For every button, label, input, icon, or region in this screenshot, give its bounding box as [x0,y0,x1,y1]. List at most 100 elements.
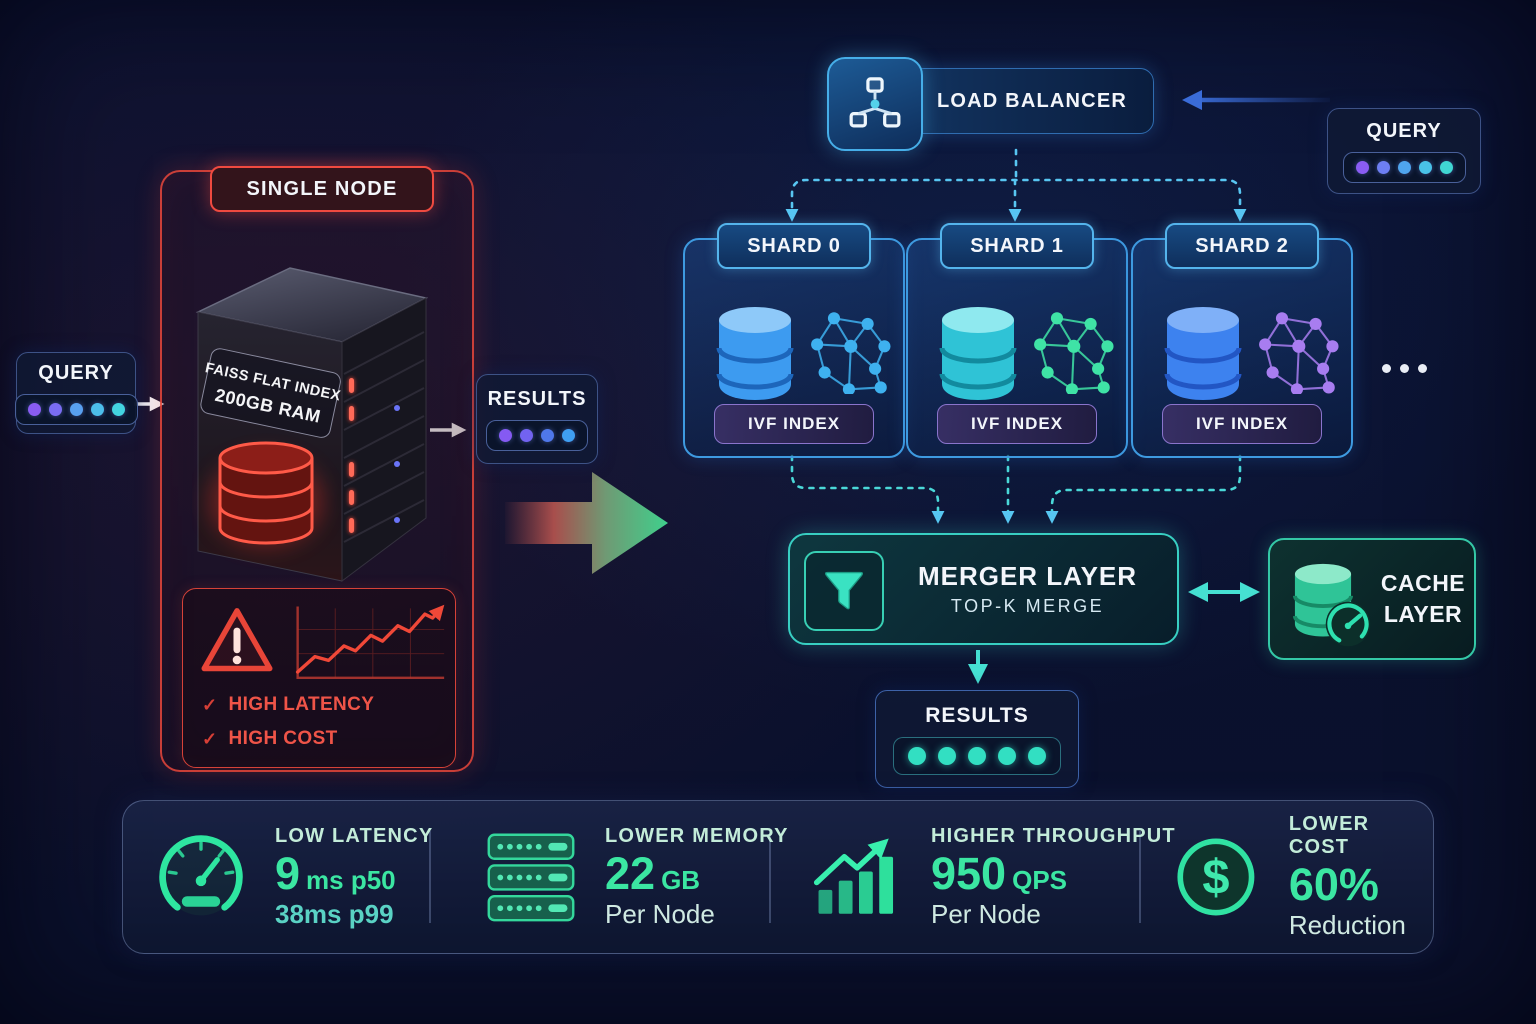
vector-dot [111,402,125,416]
query-vector-pill [1342,151,1466,183]
stat-unit: ms p50 [306,864,396,895]
shard-2-title: SHARD 2 [1165,223,1319,269]
vector-dot [1028,746,1046,765]
stat-label: LOWER COST [1288,813,1370,858]
vector-dot [541,428,554,442]
cache-layer-node: CACHE LAYER [1268,538,1476,660]
vector-dot [27,402,41,416]
database-icon [713,302,797,402]
merger-layer-subtitle: TOP-K MERGE [950,596,1105,616]
issue-high-cost: ✓ HIGH COST [202,728,338,750]
query-vector-pill [14,393,138,425]
vector-graph-icon [805,308,891,394]
stat-lower-cost: $ LOWER COST 60% Reduction [1169,813,1433,940]
ivf-index-badge: IVF INDEX [714,404,874,444]
stat-value: 9 [275,847,301,899]
results-vector-pill [893,736,1061,775]
stat-higher-throughput: HIGHER THROUGHPUT 950 QPS Per Node [813,815,1176,939]
shard-0-panel: SHARD 0 IVF INDEX [683,223,905,458]
divider [769,831,771,923]
query-label: QUERY [38,361,114,384]
metrics-bar: LOW LATENCY 9 ms p50 38ms p99 [122,800,1434,954]
stat-secondary: Per Node [931,898,1041,929]
transition-arrow [505,472,668,574]
vector-dot [968,746,986,765]
server-leds [349,378,400,533]
speedometer-icon [159,835,243,919]
ivf-index-badge: IVF INDEX [1162,404,1322,444]
server-stack-icon [487,833,575,922]
stat-label: HIGHER THROUGHPUT [931,824,1176,847]
stat-lower-memory: LOWER MEMORY 22 GB Per Node [483,815,789,939]
load-balancer-icon [849,77,901,128]
check-icon: ✓ [202,694,218,715]
query-box-single: QUERY [14,352,138,434]
database-icon [936,302,1020,402]
query-box-distributed: QUERY [1327,108,1481,194]
stat-unit: GB [661,864,701,895]
shard-2-panel: SHARD 2 IVF INDEX [1131,223,1353,458]
stat-value: 950 [931,847,1007,899]
stat-value: 22 [605,847,656,899]
stat-low-latency: LOW LATENCY 9 ms p50 38ms p99 [153,815,433,939]
shard-title-label: SHARD 2 [1195,234,1289,257]
vector-dot [998,746,1016,765]
check-icon: ✓ [202,728,218,749]
results-box-single: RESULTS [476,374,598,464]
single-node-title-label: SINGLE NODE [246,177,398,200]
shard-title-label: SHARD 0 [747,234,841,257]
results-vector-pill [486,419,588,451]
stat-secondary: Per Node [605,898,715,929]
stat-secondary: Reduction [1288,910,1406,940]
overloaded-database-icon [208,441,324,547]
vector-dot [69,402,83,416]
vector-dot [1418,160,1432,174]
shard-1-title: SHARD 1 [940,223,1094,269]
vector-graph-icon [1028,308,1114,394]
vector-dot [1439,160,1453,174]
vector-dot [48,402,62,416]
vector-dot [938,746,956,765]
ivf-index-label: IVF INDEX [1195,414,1289,433]
results-box-distributed: RESULTS [875,690,1079,788]
shard-1-panel: SHARD 1 IVF INDEX [906,223,1128,458]
vector-dot [562,428,575,442]
vector-dot [1382,364,1391,373]
dollar-icon: $ [1177,838,1255,916]
load-balancer-label: LOAD BALANCER [936,89,1128,112]
query-label: QUERY [1366,119,1442,142]
cache-layer-label-line1: CACHE [1380,570,1466,596]
funnel-icon [824,571,864,610]
rack-slots [343,331,425,543]
issue-text: HIGH LATENCY [228,694,375,715]
vector-dot [908,746,926,765]
vector-graph-icon [1253,308,1339,394]
results-label: RESULTS [487,387,587,410]
growth-chart-icon [813,838,894,914]
funnel-tile [804,551,884,631]
database-icon [1161,302,1245,402]
dollar-glyph: $ [1202,851,1229,905]
vector-dot [1376,160,1390,174]
divider [1139,831,1141,923]
issue-high-latency: ✓ HIGH LATENCY [202,694,374,716]
merger-layer-node: MERGER LAYER TOP-K MERGE [788,533,1179,645]
stat-label: LOW LATENCY [275,824,434,847]
server-tower-illustration: FAISS FLAT INDEX 200GB RAM [195,267,429,582]
more-shards-ellipsis [1382,364,1427,373]
vector-dot [1400,364,1409,373]
ivf-index-badge: IVF INDEX [937,404,1097,444]
vector-dot [1418,364,1427,373]
shards-to-merger-connectors [790,454,1242,524]
server-label-plate: FAISS FLAT INDEX 200GB RAM [200,348,342,438]
vector-dot [90,402,104,416]
load-balancer-node: LOAD BALANCER [910,68,1154,134]
vector-dot [520,428,533,442]
stat-label: LOWER MEMORY [605,824,789,847]
shard-0-title: SHARD 0 [717,223,871,269]
cache-speed-gauge-icon [1325,601,1371,647]
vector-dot [1397,160,1411,174]
stat-unit: QPS [1012,864,1068,895]
